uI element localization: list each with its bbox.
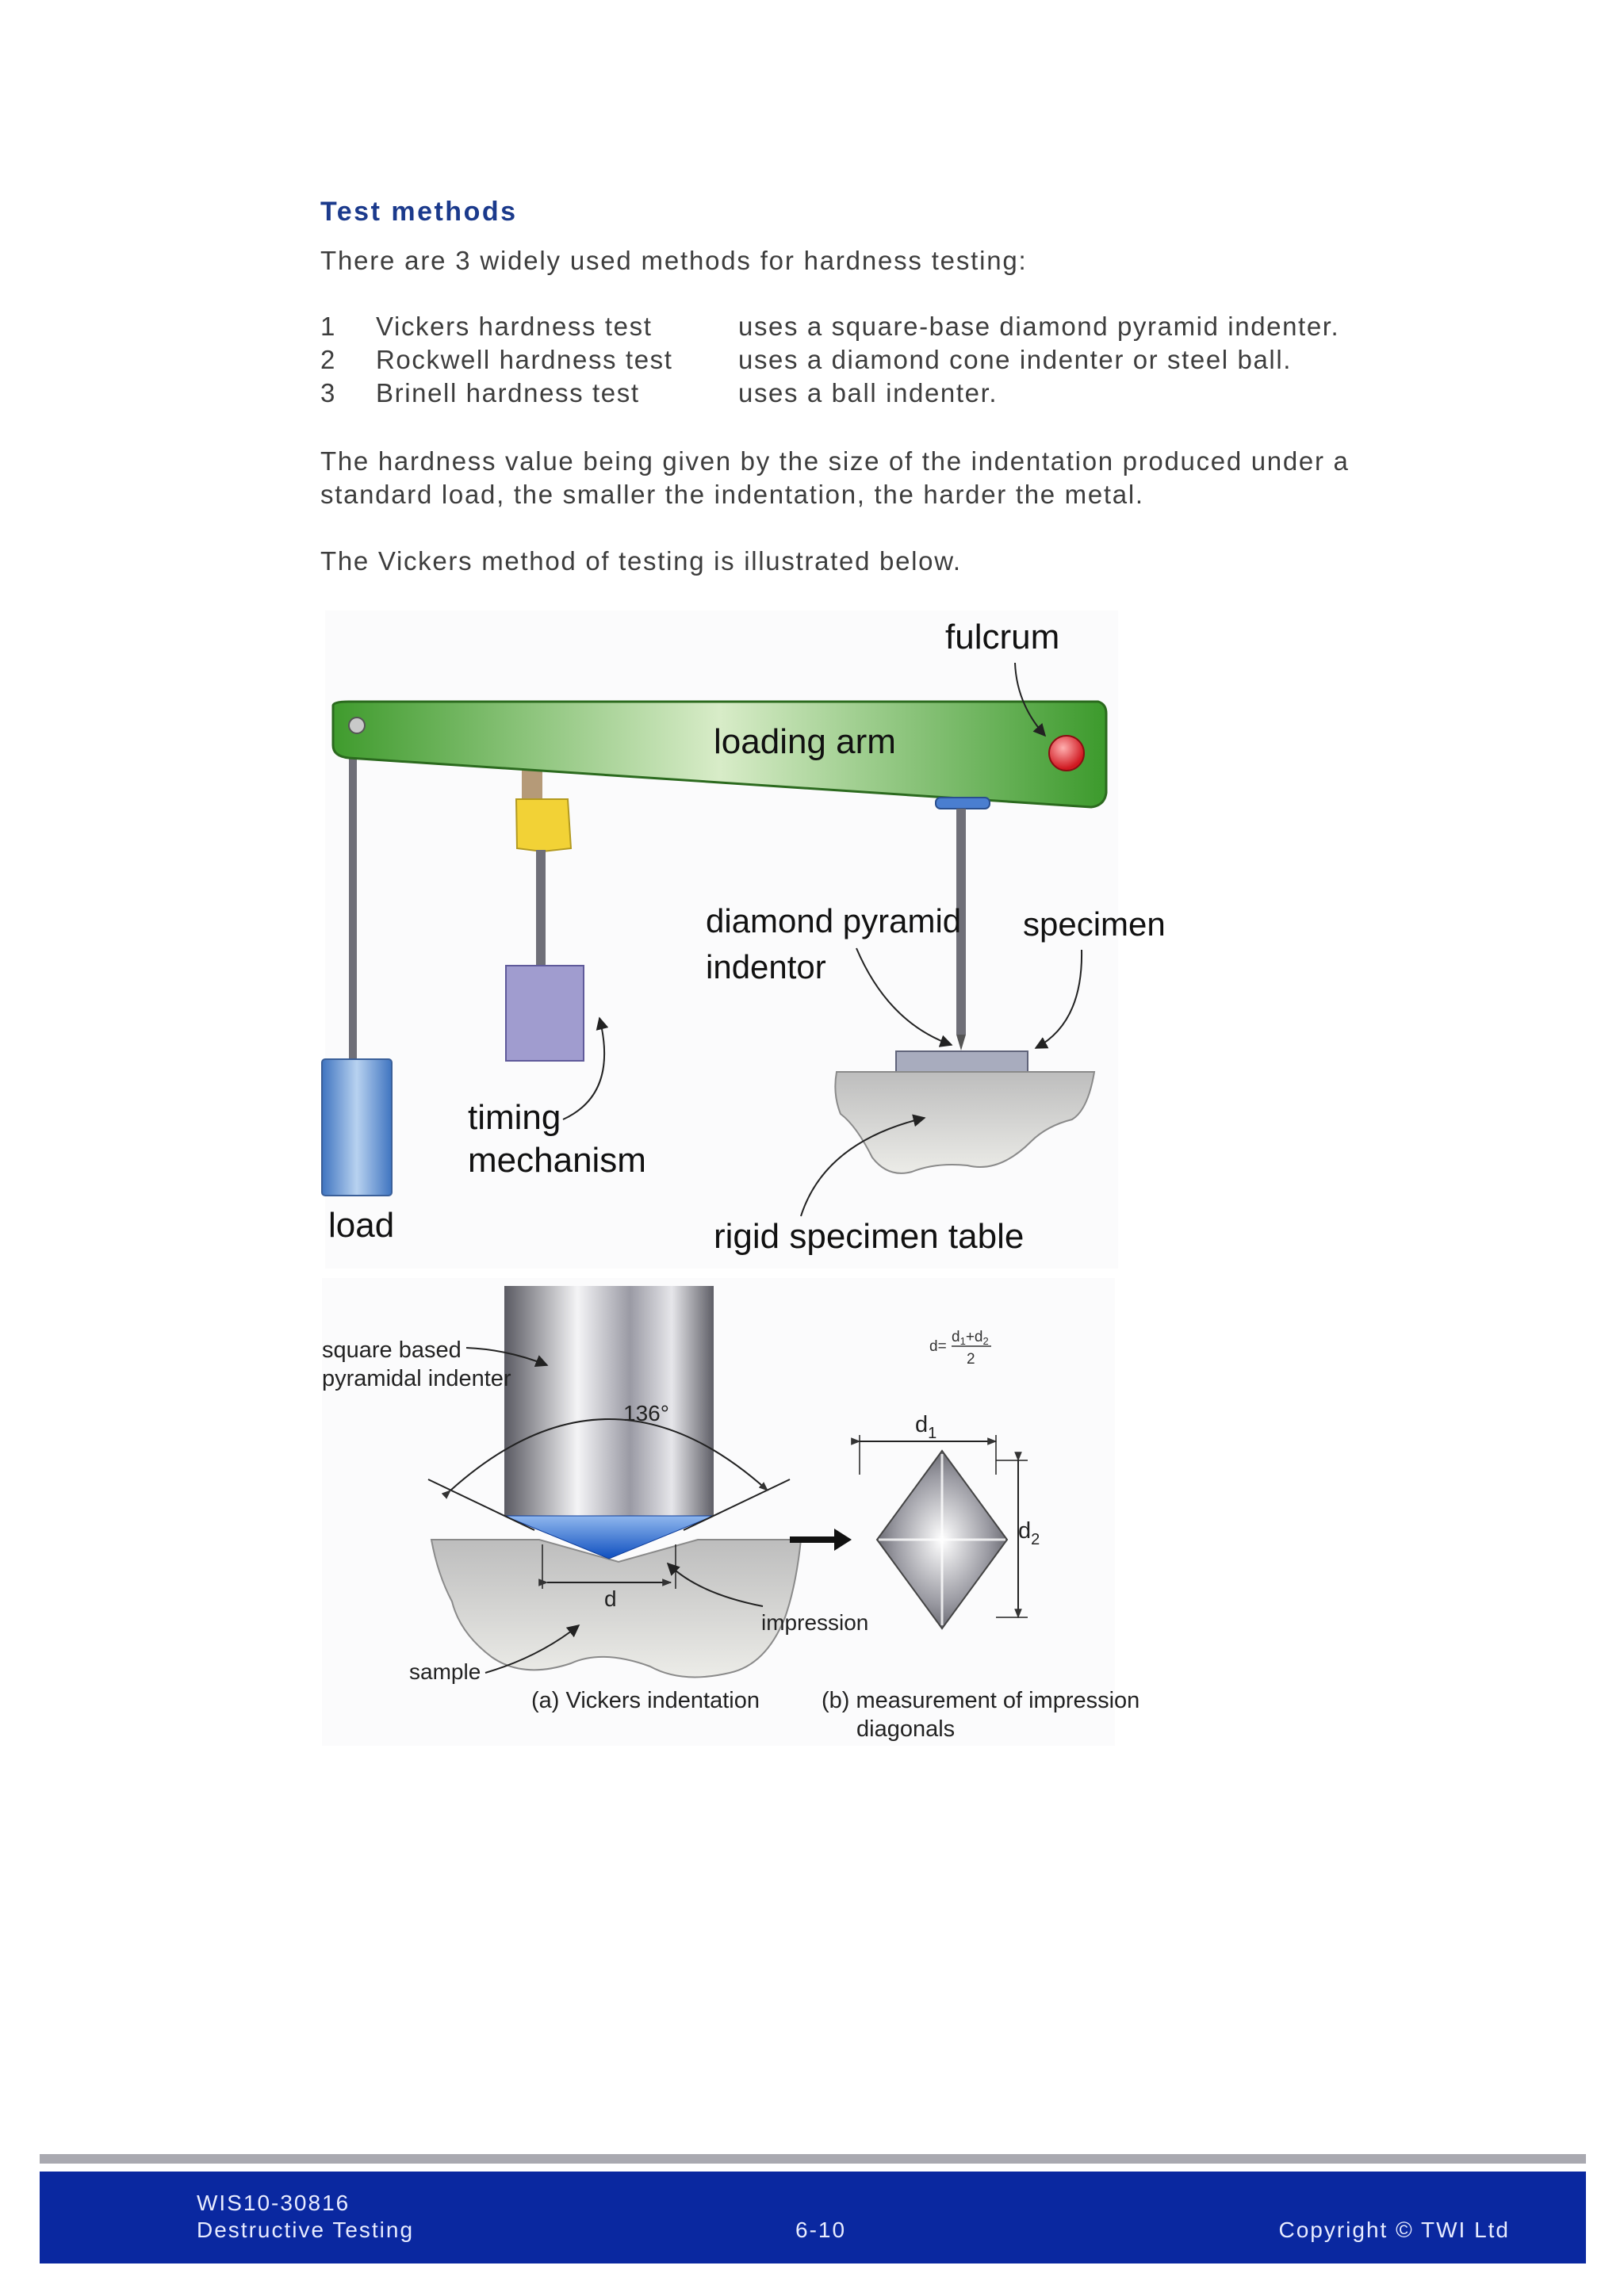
document-reference: WIS10-30816	[197, 2191, 350, 2215]
fulcrum-label: fulcrum	[945, 618, 1059, 656]
indenter-stem	[956, 809, 966, 1035]
method-number: 2	[320, 345, 336, 374]
load-weight	[321, 1058, 393, 1196]
page-number: 6-10	[795, 2218, 847, 2242]
indenter-arrow	[465, 1347, 549, 1368]
d2-label: d2	[1018, 1518, 1040, 1548]
fulcrum-arrow	[1014, 662, 1047, 737]
specimen-label: specimen	[1023, 905, 1166, 943]
impression-arrow	[666, 1562, 764, 1607]
indenter-collar	[935, 797, 990, 809]
method-name: Rockwell hardness test	[376, 345, 673, 374]
timing-block	[505, 965, 584, 1062]
indentor-label: indentor	[706, 948, 826, 985]
fulcrum-knob	[1048, 735, 1085, 771]
load-rod	[349, 744, 357, 1061]
diagonal-formula: d= d1+d2 2	[929, 1329, 991, 1368]
copyright-notice: Copyright © TWI Ltd	[1278, 2218, 1510, 2242]
formula-denominator: 2	[967, 1351, 975, 1368]
sample-arrow	[485, 1624, 580, 1674]
diamond-pyramid-label: diamond pyramid	[706, 902, 961, 939]
timing-clamp	[515, 798, 573, 853]
arm-pivot	[348, 717, 366, 734]
footer-divider	[40, 2154, 1586, 2164]
indenter-label-1: square based	[322, 1337, 462, 1363]
indenter-label-2: pyramidal indenter	[322, 1366, 511, 1391]
caption-a: (a) Vickers indentation	[531, 1688, 760, 1713]
intro-text: There are 3 widely used methods for hard…	[320, 246, 1028, 275]
right-arrow-head	[834, 1529, 852, 1551]
method-description: uses a diamond cone indenter or steel ba…	[738, 345, 1293, 374]
hardness-value-paragraph: The hardness value being given by the si…	[320, 446, 1350, 509]
formula-lhs: d=	[929, 1338, 947, 1355]
section-heading: Test methods	[320, 197, 518, 227]
loading-arm	[331, 700, 1108, 809]
timing-arrow	[562, 1016, 609, 1120]
d1-label: d1	[915, 1412, 936, 1442]
angle-arc	[441, 1418, 768, 1499]
loading-arm-label: loading arm	[714, 722, 896, 761]
section-title: Destructive Testing	[197, 2218, 415, 2242]
diamond-arrow	[856, 947, 953, 1047]
vickers-intro-paragraph: The Vickers method of testing is illustr…	[320, 546, 962, 576]
d-label: d	[604, 1586, 617, 1611]
angle-line-right	[683, 1479, 791, 1531]
method-description: uses a ball indenter.	[738, 378, 998, 408]
rigid-table-label: rigid specimen table	[714, 1217, 1024, 1256]
indenter-body	[504, 1286, 714, 1516]
impression-label: impression	[761, 1610, 868, 1635]
specimen-arrow	[1034, 949, 1083, 1049]
method-name: Brinell hardness test	[376, 378, 640, 408]
method-number: 1	[320, 312, 336, 341]
timing-rod	[536, 850, 546, 969]
load-label: load	[328, 1206, 394, 1245]
page-footer: WIS10-30816 Destructive Testing 6-10 Cop…	[40, 2172, 1586, 2263]
indenter-pyramid	[504, 1515, 714, 1559]
caption-b-2: diagonals	[856, 1716, 955, 1742]
sample-block	[430, 1539, 802, 1678]
table-arrow	[800, 1114, 926, 1217]
timing-label: timing	[468, 1098, 561, 1137]
method-description: uses a square-base diamond pyramid inden…	[738, 312, 1340, 341]
method-number: 3	[320, 378, 336, 408]
caption-b-1: (b) measurement of impression	[822, 1688, 1139, 1713]
formula-numerator: d1+d2	[952, 1329, 989, 1347]
mechanism-label: mechanism	[468, 1141, 646, 1180]
method-name: Vickers hardness test	[376, 312, 653, 341]
specimen-block	[895, 1050, 1028, 1073]
sample-label: sample	[409, 1659, 481, 1684]
angle-label: 136°	[623, 1401, 669, 1425]
specimen-table	[834, 1071, 1096, 1174]
indenter-tip	[956, 1035, 966, 1050]
